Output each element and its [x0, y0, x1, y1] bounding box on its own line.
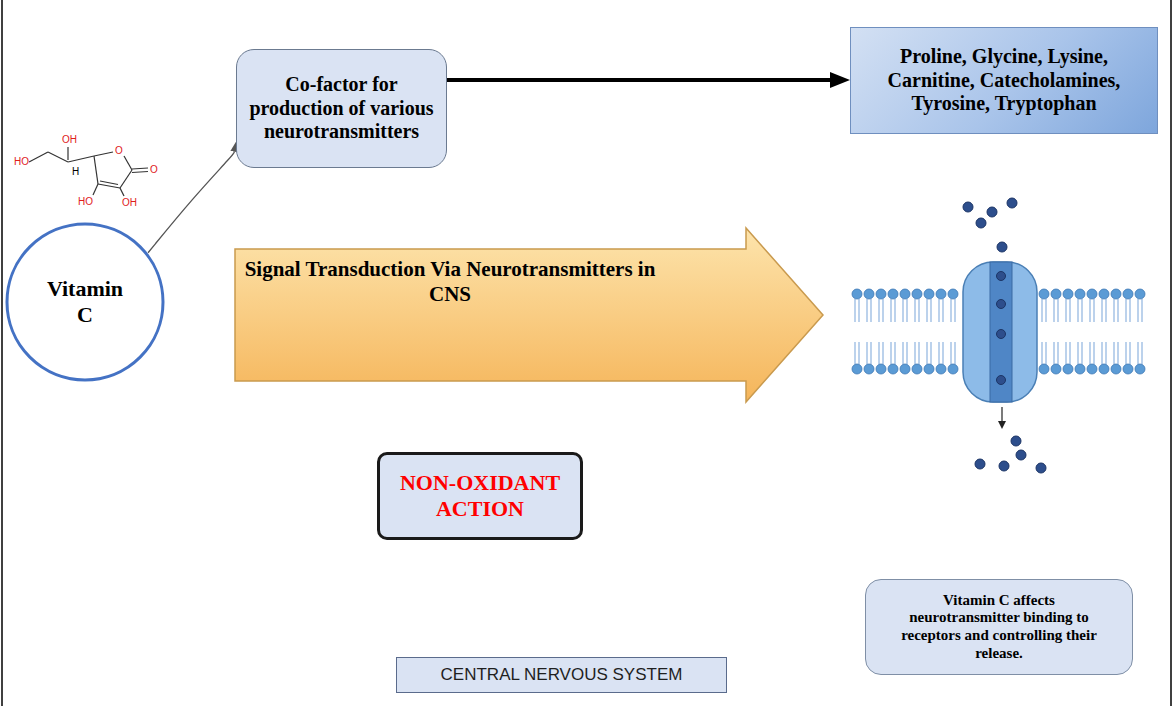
process-box: Co-factor for production of various neur…	[236, 49, 447, 168]
curved-arrow	[148, 152, 234, 253]
signal-arrow: Signal Transduction Via Neurotransmitter…	[234, 227, 824, 403]
vitamin-circle: Vitamin C	[5, 222, 165, 382]
frame-line	[1170, 0, 1172, 706]
atom-label: HO	[14, 156, 29, 167]
atom-label: OH	[62, 134, 77, 145]
caption-box: CENTRAL NERVOUS SYSTEM	[396, 657, 727, 693]
atom-label: O	[115, 145, 123, 156]
note-box: Vitamin C affects neurotransmitter bindi…	[865, 579, 1133, 675]
node-text: Vitamin C	[40, 276, 130, 328]
node-text: Proline, Glycine, Lysine, Carnitine, Cat…	[871, 45, 1137, 116]
frame-line	[1, 0, 3, 706]
atom-label: OH	[122, 197, 137, 208]
ascorbic-acid-structure	[29, 147, 148, 196]
arrow-outline	[234, 227, 824, 403]
atom-label: HO	[78, 196, 93, 207]
product-box: Proline, Glycine, Lysine, Carnitine, Cat…	[850, 27, 1158, 134]
release-arrow	[998, 407, 1006, 429]
atom-label: H	[72, 166, 79, 177]
node-text: Signal Transduction Via Neurotransmitter…	[240, 257, 660, 307]
flow-arrow	[447, 78, 830, 82]
node-text: NON-OXIDANT ACTION	[390, 470, 570, 522]
atom-label: O	[150, 164, 158, 175]
action-box: NON-OXIDANT ACTION	[377, 452, 583, 540]
node-text: Vitamin C affects neurotransmitter bindi…	[886, 592, 1112, 663]
neurotransmitter-dots	[963, 198, 1046, 473]
node-text: Co-factor for production of various neur…	[245, 73, 438, 144]
node-text: CENTRAL NERVOUS SYSTEM	[441, 665, 683, 685]
channel-protein	[963, 262, 1037, 402]
